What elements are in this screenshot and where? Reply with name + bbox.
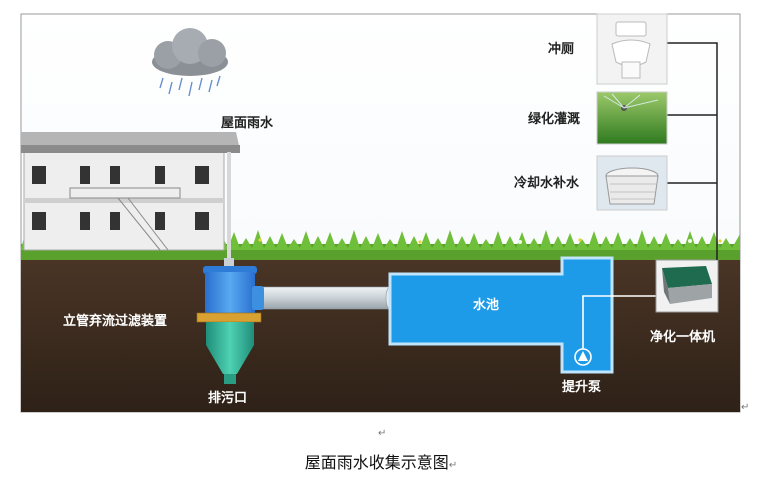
irrigation-photo	[596, 91, 668, 145]
water-pool	[388, 256, 614, 374]
diagram-caption: 屋面雨水收集示意图↵	[0, 449, 762, 473]
filter-device	[196, 258, 264, 384]
label-roof-rain: 屋面雨水	[221, 116, 274, 131]
label-lift-pump: 提升泵	[562, 380, 602, 395]
label-filter-device: 立管弃流过滤装置	[63, 314, 168, 329]
caption-return-mark: ↵	[448, 460, 458, 471]
label-purifier: 净化一体机	[650, 330, 716, 345]
house	[21, 132, 240, 262]
return-mark-mid: ↵	[378, 428, 387, 439]
purifier-unit	[655, 259, 719, 313]
label-drain-outlet: 排污口	[208, 391, 248, 406]
pump-triangle-icon	[574, 348, 592, 366]
label-toilet: 冲厕	[548, 42, 575, 57]
caption-text: 屋面雨水收集示意图	[304, 453, 449, 472]
label-pool: 水池	[473, 298, 500, 313]
label-cooling: 冷却水补水	[514, 176, 580, 191]
soil	[21, 258, 740, 412]
rain-cloud-icon	[152, 28, 228, 97]
return-mark-right: ↵	[741, 402, 750, 413]
cooling-tower-photo	[596, 155, 668, 211]
pipe-filter-to-pool	[261, 286, 395, 310]
toilet-photo	[596, 13, 668, 85]
label-irrigation: 绿化灌溉	[528, 112, 581, 127]
supply-lines	[667, 42, 718, 260]
